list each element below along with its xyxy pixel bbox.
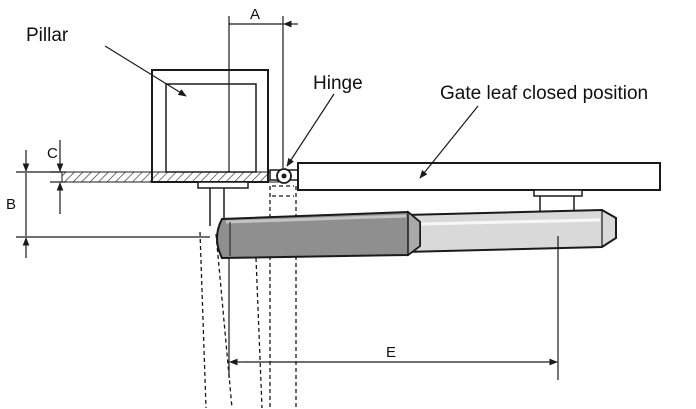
dimension-a	[228, 16, 298, 172]
dimension-label-c: C	[47, 145, 58, 162]
dimension-label-e: E	[386, 344, 396, 361]
dimension-label-a: A	[250, 6, 260, 23]
actuator	[216, 208, 617, 260]
pillar-label: Pillar	[26, 25, 69, 46]
rear-bracket	[197, 181, 249, 226]
hinge	[269, 168, 305, 184]
gate-leaf-label: Gate leaf closed position	[440, 83, 648, 104]
gate-leaf	[297, 162, 661, 191]
hinge-label: Hinge	[313, 73, 363, 94]
pillar	[151, 69, 269, 183]
leader-lines	[104, 45, 479, 179]
dimension-b	[16, 150, 210, 258]
dimension-label-b: B	[6, 196, 16, 213]
front-bracket	[533, 189, 583, 214]
dimension-e	[228, 236, 559, 380]
